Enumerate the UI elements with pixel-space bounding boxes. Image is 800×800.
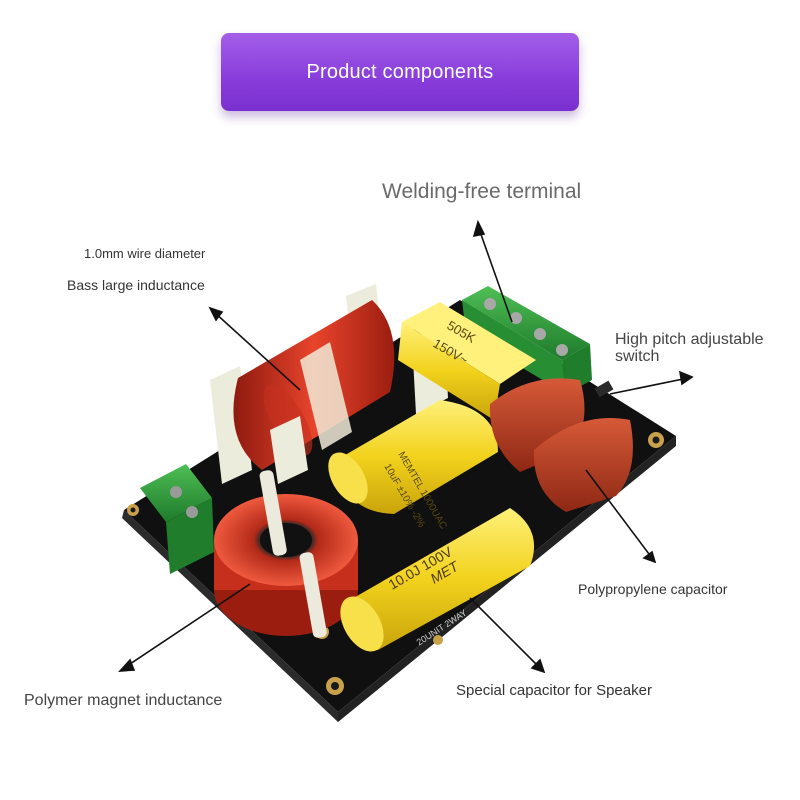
label-bass-inductance: Bass large inductance bbox=[67, 277, 205, 293]
arrow-bass-inductor bbox=[213, 311, 301, 391]
callout-arrows bbox=[118, 219, 694, 674]
arrow-high-pitch-switch bbox=[609, 377, 689, 395]
label-welding-free-terminal: Welding-free terminal bbox=[382, 180, 582, 203]
yellow-capacitor-middle: MEMTEL 1000UAC 10uF ±10% -2% bbox=[328, 400, 498, 531]
label-wire-diameter: 1.0mm wire diameter bbox=[84, 246, 206, 261]
label-special-capacitor: Special capacitor for Speaker bbox=[456, 682, 652, 699]
label-high-pitch-switch: High pitch adjustable switch bbox=[615, 331, 764, 365]
left-terminal-block bbox=[140, 464, 214, 574]
label-polypropylene-capacitor: Polypropylene capacitor bbox=[578, 581, 728, 597]
arrow-special-capacitor bbox=[469, 597, 541, 669]
label-polymer-magnet-inductance: Polymer magnet inductance bbox=[24, 692, 223, 709]
arrow-polypropylene bbox=[585, 469, 653, 559]
yellow-capacitor-top: 505K 150V~ bbox=[398, 302, 536, 420]
page-title: Product components bbox=[306, 60, 494, 83]
polymer-magnet-inductor bbox=[214, 470, 358, 638]
arrow-polymer-inductor bbox=[123, 583, 251, 669]
polypropylene-capacitors bbox=[489, 378, 633, 512]
title-banner: Product components bbox=[221, 33, 579, 111]
high-pitch-switch bbox=[594, 380, 614, 398]
bass-inductor bbox=[210, 284, 448, 484]
arrow-welding-terminal bbox=[477, 225, 513, 323]
